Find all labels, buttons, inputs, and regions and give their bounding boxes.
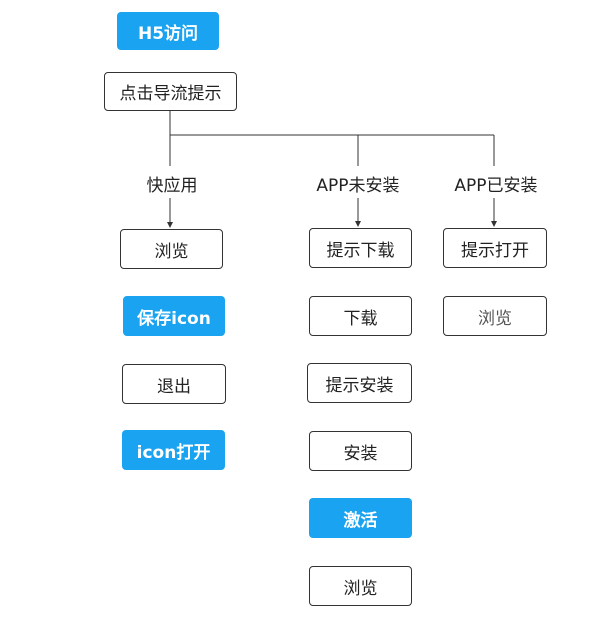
h5-access-node: H5访问 [117, 12, 219, 50]
app-installed-browse-node: 浏览 [443, 296, 547, 336]
branch-label-quick-app: 快应用 [146, 176, 198, 196]
branch-label-app-installed: APP已安装 [454, 176, 538, 196]
quick-app-browse-node: 浏览 [120, 229, 223, 269]
activate-node: 激活 [309, 498, 412, 538]
prompt-download-node: 提示下载 [309, 228, 412, 268]
quick-app-icon-open-node: icon打开 [122, 430, 225, 470]
app-not-installed-browse-node: 浏览 [309, 566, 412, 606]
prompt-open-node: 提示打开 [443, 228, 547, 268]
download-node: 下载 [309, 296, 412, 336]
branch-label-app-not-installed: APP未安装 [316, 176, 400, 196]
prompt-install-node: 提示安装 [307, 363, 412, 403]
quick-app-exit-node: 退出 [122, 364, 226, 404]
click-guide-prompt-node: 点击导流提示 [104, 72, 237, 111]
install-node: 安装 [309, 431, 412, 471]
quick-app-save-icon-node: 保存icon [123, 296, 225, 336]
